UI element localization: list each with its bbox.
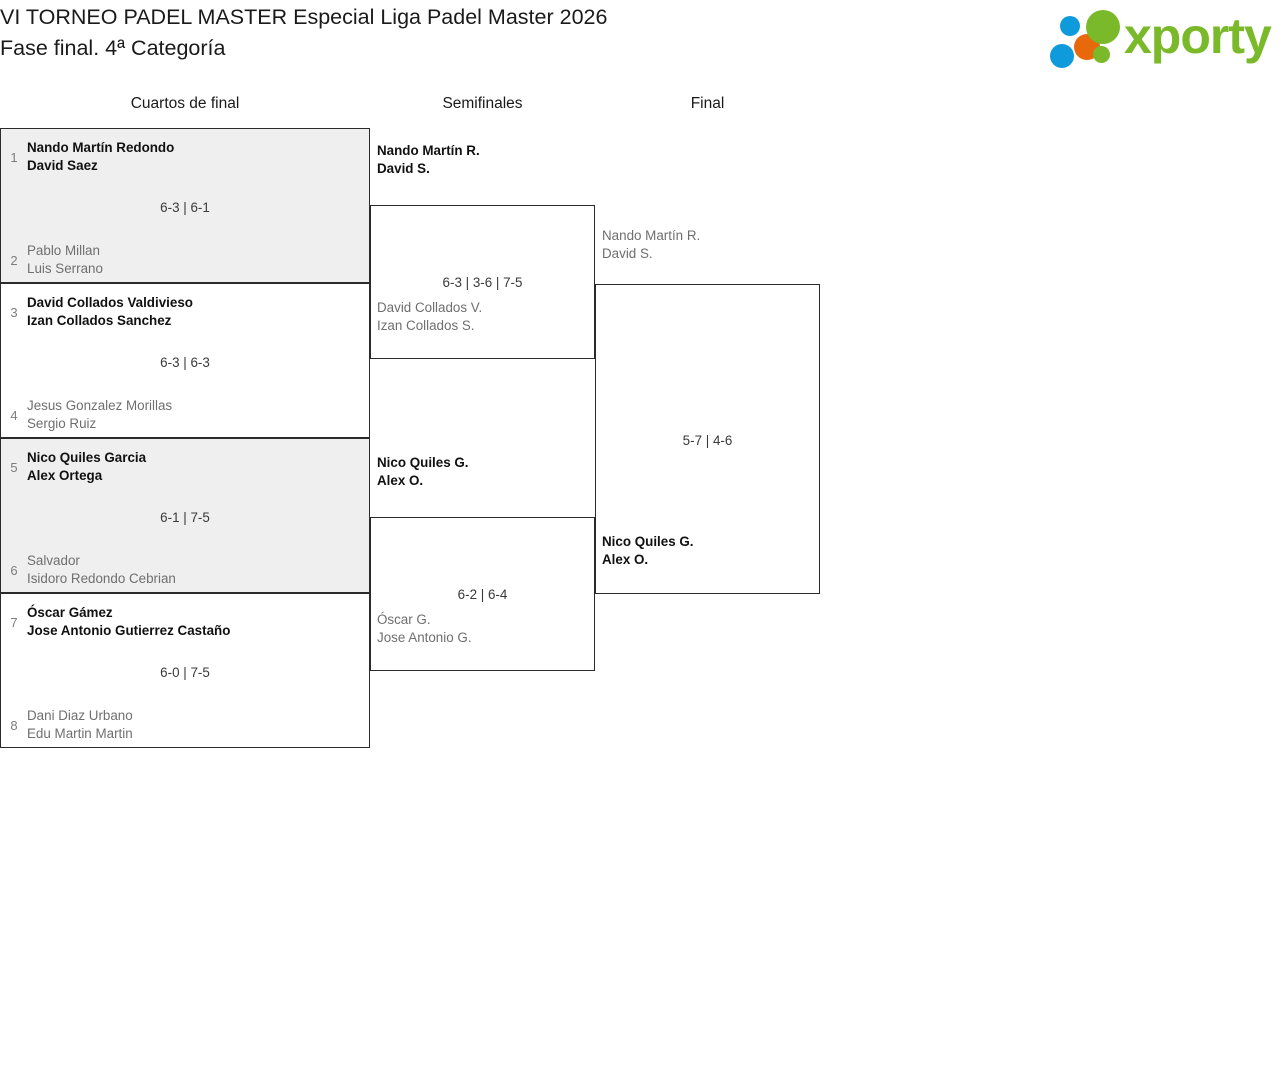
seed-number: 6 bbox=[10, 562, 18, 578]
team-entry[interactable]: Óscar G. Jose Antonio G. bbox=[371, 611, 594, 648]
match-score: 6-3 | 6-1 bbox=[160, 200, 210, 215]
team-names: Nico Quiles Garcia Alex Ortega bbox=[27, 449, 369, 486]
player-name: Luis Serrano bbox=[27, 261, 103, 277]
team-names: David Collados V. Izan Collados S. bbox=[371, 299, 594, 336]
match-score: 6-3 | 3-6 | 7-5 bbox=[442, 275, 523, 290]
match-score: 6-0 | 7-5 bbox=[160, 665, 210, 680]
match-score: 6-2 | 6-4 bbox=[457, 587, 508, 602]
player-name: Óscar Gámez bbox=[27, 605, 113, 620]
team-entry[interactable]: 5 Nico Quiles Garcia Alex Ortega bbox=[1, 449, 369, 486]
team-entry[interactable]: 8 Dani Diaz Urbano Edu Martin Martin bbox=[1, 707, 369, 744]
team-names: Óscar G. Jose Antonio G. bbox=[371, 611, 594, 648]
match-score: 6-3 | 6-3 bbox=[160, 355, 210, 370]
team-entry[interactable]: Nando Martín R. David S. bbox=[596, 227, 819, 264]
player-name: Jesus Gonzalez Morillas bbox=[27, 398, 173, 413]
logo-dot-green-small bbox=[1093, 46, 1110, 63]
match-semifinal-1[interactable]: Nando Martín R. David S. 6-3 | 3-6 | 7-5… bbox=[370, 143, 595, 359]
player-name: Izan Collados Sanchez bbox=[27, 313, 172, 329]
team-names: Nando Martín R. David S. bbox=[596, 227, 819, 264]
player-name: Isidoro Redondo Cebrian bbox=[27, 571, 176, 587]
team-entry[interactable]: 6 Salvador Isidoro Redondo Cebrian bbox=[1, 552, 369, 589]
team-names: Óscar Gámez Jose Antonio Gutierrez Casta… bbox=[27, 604, 369, 641]
team-entry[interactable]: Nico Quiles G. Alex O. bbox=[371, 454, 594, 491]
player-name: Sergio Ruiz bbox=[27, 416, 97, 432]
team-names: Jesus Gonzalez Morillas Sergio Ruiz bbox=[27, 397, 369, 434]
team-names: Nando Martín Redondo David Saez bbox=[27, 139, 369, 176]
player-name: Nando Martín R. bbox=[602, 228, 701, 243]
match-quarterfinal-3[interactable]: 5 Nico Quiles Garcia Alex Ortega 6-1 | 7… bbox=[0, 438, 370, 593]
title-line-1: VI TORNEO PADEL MASTER Especial Liga Pad… bbox=[0, 5, 608, 29]
player-name: Dani Diaz Urbano bbox=[27, 708, 133, 723]
logo-dot-green-large bbox=[1086, 10, 1120, 44]
seed-number: 3 bbox=[10, 304, 18, 320]
team-names: Nico Quiles G. Alex O. bbox=[371, 454, 594, 491]
player-name: Nando Martín R. bbox=[377, 143, 480, 158]
team-entry[interactable]: 3 David Collados Valdivieso Izan Collado… bbox=[1, 294, 369, 331]
player-name: David Saez bbox=[27, 158, 98, 174]
match-quarterfinal-4[interactable]: 7 Óscar Gámez Jose Antonio Gutierrez Cas… bbox=[0, 593, 370, 748]
match-score: 6-1 | 7-5 bbox=[160, 510, 210, 525]
page-title: VI TORNEO PADEL MASTER Especial Liga Pad… bbox=[0, 2, 900, 64]
player-name: Alex O. bbox=[602, 552, 649, 568]
logo-dot-blue-bottom bbox=[1050, 44, 1074, 68]
match-quarterfinal-1[interactable]: 1 Nando Martín Redondo David Saez 6-3 | … bbox=[0, 128, 370, 283]
team-names: Salvador Isidoro Redondo Cebrian bbox=[27, 552, 369, 589]
match-quarterfinal-2[interactable]: 3 David Collados Valdivieso Izan Collado… bbox=[0, 283, 370, 438]
team-entry[interactable]: 7 Óscar Gámez Jose Antonio Gutierrez Cas… bbox=[1, 604, 369, 641]
player-name: Nando Martín Redondo bbox=[27, 140, 175, 155]
team-entry[interactable]: 2 Pablo Millan Luis Serrano bbox=[1, 242, 369, 279]
team-entry[interactable]: 1 Nando Martín Redondo David Saez bbox=[1, 139, 369, 176]
team-entry[interactable]: Nico Quiles G. Alex O. bbox=[596, 533, 819, 570]
player-name: Salvador bbox=[27, 553, 80, 568]
seed-number: 2 bbox=[10, 252, 18, 268]
match-final[interactable]: Nando Martín R. David S. 5-7 | 4-6 Nico … bbox=[595, 228, 820, 594]
match-semifinal-2[interactable]: Nico Quiles G. Alex O. 6-2 | 6-4 Óscar G… bbox=[370, 455, 595, 671]
player-name: David S. bbox=[377, 161, 430, 177]
seed-number: 1 bbox=[10, 149, 18, 165]
team-names: Nico Quiles G. Alex O. bbox=[596, 533, 819, 570]
player-name: Nico Quiles G. bbox=[602, 534, 694, 549]
title-line-2: Fase final. 4ª Categoría bbox=[0, 36, 226, 60]
player-name: Óscar G. bbox=[377, 612, 431, 627]
seed-number: 5 bbox=[10, 459, 18, 475]
team-names: Pablo Millan Luis Serrano bbox=[27, 242, 369, 279]
seed-number: 4 bbox=[10, 407, 18, 423]
seed-number: 7 bbox=[10, 614, 18, 630]
seed-number: 8 bbox=[10, 717, 18, 733]
xporty-logo[interactable]: xporty bbox=[1046, 6, 1274, 68]
player-name: Alex Ortega bbox=[27, 468, 103, 484]
round-header-final: Final bbox=[690, 95, 725, 112]
logo-dot-blue-top bbox=[1060, 16, 1080, 36]
player-name: Jose Antonio Gutierrez Castaño bbox=[27, 623, 231, 639]
round-header-quarterfinals: Cuartos de final bbox=[130, 95, 240, 112]
team-entry[interactable]: Nando Martín R. David S. bbox=[371, 142, 594, 179]
team-entry[interactable]: David Collados V. Izan Collados S. bbox=[371, 299, 594, 336]
team-names: Dani Diaz Urbano Edu Martin Martin bbox=[27, 707, 369, 744]
team-entry[interactable]: 4 Jesus Gonzalez Morillas Sergio Ruiz bbox=[1, 397, 369, 434]
team-names: David Collados Valdivieso Izan Collados … bbox=[27, 294, 369, 331]
player-name: David Collados V. bbox=[377, 300, 483, 315]
player-name: Izan Collados S. bbox=[377, 318, 475, 334]
round-header-semifinals: Semifinales bbox=[442, 95, 523, 112]
player-name: Edu Martin Martin bbox=[27, 726, 133, 742]
player-name: Nico Quiles G. bbox=[377, 455, 469, 470]
player-name: Pablo Millan bbox=[27, 243, 100, 258]
player-name: David S. bbox=[602, 246, 653, 262]
player-name: Nico Quiles Garcia bbox=[27, 450, 147, 465]
player-name: Alex O. bbox=[377, 473, 424, 489]
logo-wordmark: xporty bbox=[1124, 8, 1272, 64]
player-name: David Collados Valdivieso bbox=[27, 295, 193, 310]
team-names: Nando Martín R. David S. bbox=[371, 142, 594, 179]
player-name: Jose Antonio G. bbox=[377, 630, 472, 646]
match-score: 5-7 | 4-6 bbox=[682, 433, 733, 448]
xporty-dots-icon bbox=[1046, 8, 1132, 68]
